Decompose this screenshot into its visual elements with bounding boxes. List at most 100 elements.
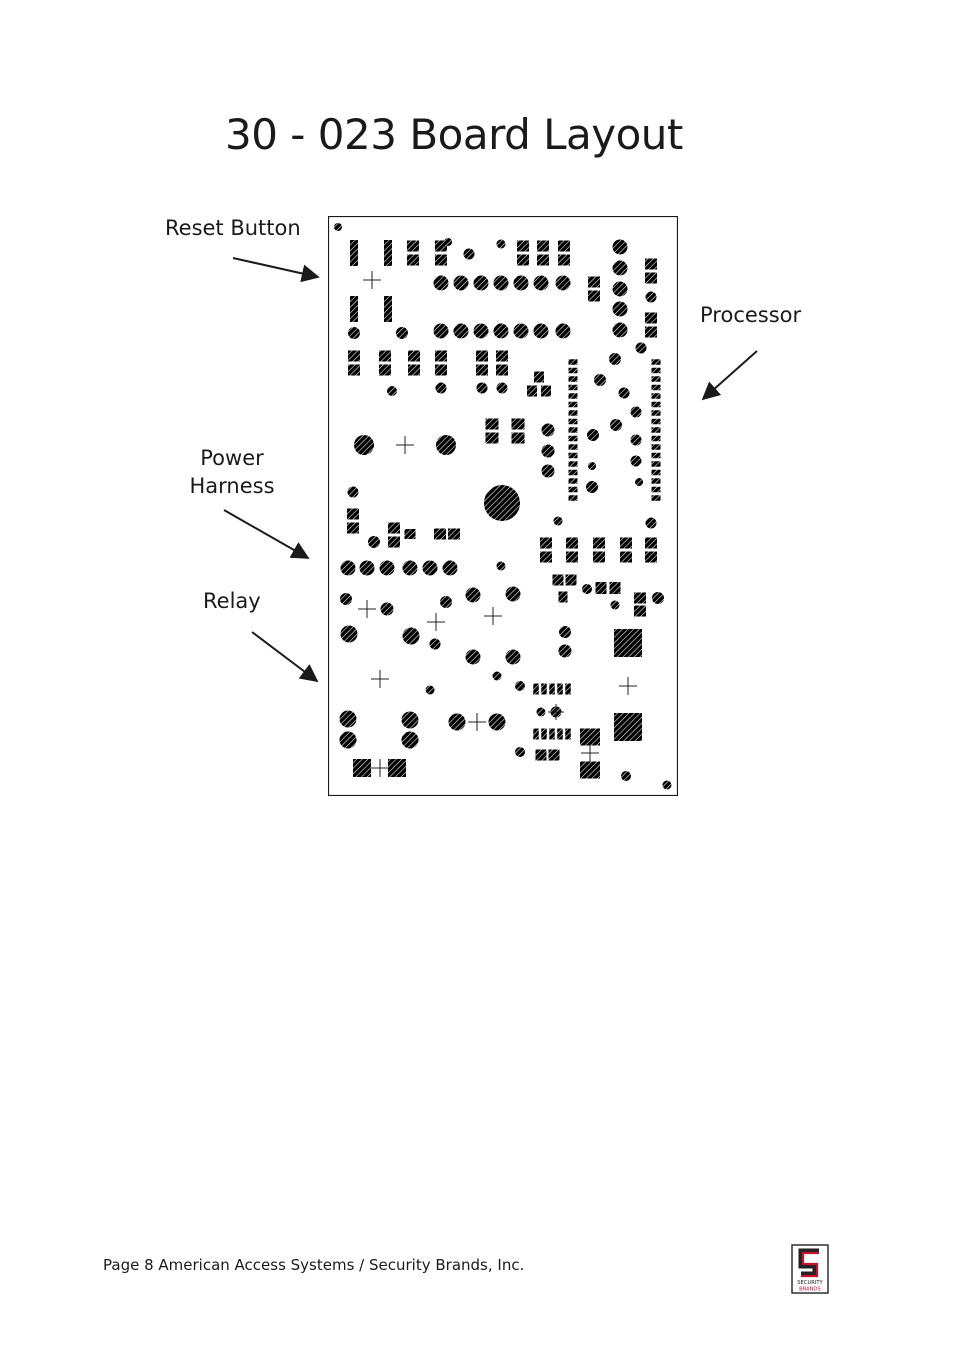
board-pads [334,223,672,790]
pad-rect [404,529,416,539]
pad-round [496,382,508,394]
page-title: 30 - 023 Board Layout [225,110,683,159]
pad-round [442,560,458,576]
pad-round [402,560,418,576]
pad-round [645,291,657,303]
pad-rect [535,749,547,761]
pad-rect [634,605,646,617]
pad-rect [348,350,360,362]
callout-reset-button: Reset Button [165,216,301,240]
pad-round [555,323,571,339]
page-footer: Page 8 American Access Systems / Securit… [103,1256,525,1274]
crosshair [358,600,376,618]
pad-rect [593,551,605,563]
pad-rect [645,258,657,270]
pad-round [339,731,357,749]
pad-rect [388,759,406,777]
svg-text:BRANDS: BRANDS [799,1287,821,1293]
pad-round [541,444,555,458]
pad-round [354,435,374,455]
pad-round [340,593,352,605]
pad-rect [485,432,499,444]
pad-rect [568,418,578,425]
arrow-reset [232,257,320,283]
pad-round [422,560,438,576]
pad-round [555,275,571,291]
pad-round [587,429,599,441]
pad-rect [407,240,419,252]
pad-rect [511,418,525,430]
pad-round [533,275,549,291]
pad-rect [541,728,547,740]
pad-rect [568,444,578,450]
pad-rect [496,364,508,376]
pad-rect [651,367,661,374]
pad-rect [645,272,657,284]
pad-rect [379,364,391,376]
arrow-power [223,509,310,559]
pad-rect [568,376,578,382]
pad-round [505,586,521,602]
pad-rect [651,486,661,493]
pad-round [387,386,397,396]
pad-rect [533,728,539,740]
pad-rect [534,371,544,383]
pad-round [453,323,469,339]
callout-power-line1: Power [200,446,264,470]
pad-round [553,516,563,526]
pad-rect [347,522,359,534]
pad-rect [609,582,621,594]
crosshair [371,759,389,777]
pad-rect [595,582,607,594]
pad-rect [407,254,419,266]
pad-round [493,323,509,339]
pad-rect [566,537,578,549]
pad-rect [568,359,578,365]
pad-round [396,327,408,339]
pad-round [402,627,420,645]
pad-rect [614,629,642,657]
pad-rect [651,359,661,365]
pad-rect [353,759,371,777]
pad-round [339,710,357,728]
pad-rect [568,367,578,374]
pad-rect [485,418,499,430]
pad-round [465,587,481,603]
pad-rect [434,528,446,540]
pad-rect [651,376,661,382]
pad-rect [568,478,578,484]
pad-round [488,713,506,731]
pad-round [433,275,449,291]
pad-round [505,649,521,665]
pad-rect [476,350,488,362]
crosshair [363,271,381,289]
pad-round [435,382,447,394]
pad-rect [537,254,549,266]
pad-round [401,711,419,729]
pad-round [586,481,598,493]
pad-rect [568,486,578,493]
pad-rect [568,461,578,467]
pad-rect [568,401,578,408]
pad-rect [651,401,661,408]
pad-round [448,713,466,731]
pad-rect [568,410,578,416]
pad-round [612,239,628,255]
callout-power-line2: Harness [189,474,275,498]
pad-round [436,435,456,455]
pad-rect [350,240,358,266]
pad-rect [558,254,570,266]
pad-round [652,592,664,604]
pad-rect [568,427,578,433]
pad-rect [566,551,578,563]
pad-round [492,671,502,681]
pad-round [493,275,509,291]
pad-rect [384,240,392,266]
pad-rect [651,418,661,425]
pad-round [630,455,642,467]
pad-rect [645,537,657,549]
pad-round [368,536,380,548]
pad-round [473,323,489,339]
pad-rect [511,432,525,444]
pad-rect [651,444,661,450]
